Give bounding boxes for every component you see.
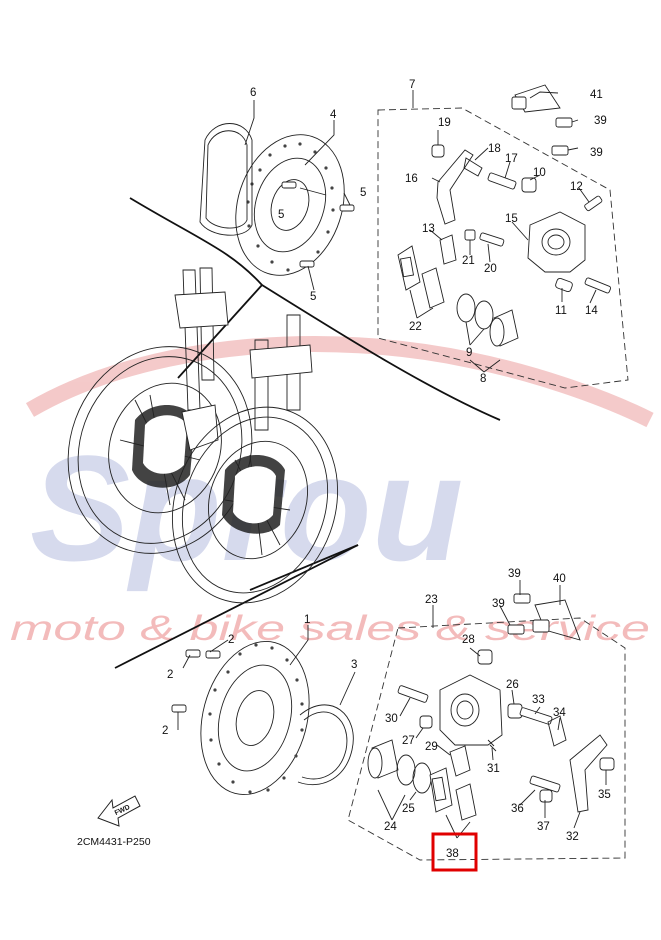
callout-3: 3: [351, 659, 357, 671]
callout-6: 6: [250, 87, 256, 99]
caliper-box-front-bottom: [347, 617, 626, 861]
callout-11: 11: [555, 305, 567, 317]
callout-15: 15: [505, 213, 518, 225]
section-divider-left: [177, 284, 263, 379]
callout-36: 36: [511, 803, 524, 815]
callout-21: 21: [462, 255, 475, 267]
disc-bolts-bottom: [171, 649, 221, 713]
callout-26: 26: [506, 679, 519, 691]
callout-4: 4: [330, 109, 337, 121]
callout-29: 29: [425, 741, 438, 753]
callouts-bottom: 1 2 2 2 3 23 28 30 27 29 31 26 33 34 39 …: [162, 568, 611, 860]
callout-32: 32: [566, 831, 579, 843]
callout-17: 17: [505, 153, 518, 165]
callout-39d: 39: [492, 598, 505, 610]
callout-13: 13: [422, 223, 435, 235]
callout-33: 33: [532, 694, 545, 706]
callouts-top: 6 4 5 5 5 7 19 16 18 17 10 12 15 13 21 2…: [250, 79, 607, 385]
callout-20: 20: [484, 263, 497, 275]
callout-19: 19: [438, 117, 451, 129]
callout-14: 14: [585, 305, 598, 317]
watermark-swoosh: [25, 336, 654, 428]
damper-ring-top: [199, 123, 253, 236]
section-divider-bottom: [114, 544, 359, 669]
caliper-assembly-bottom: [367, 593, 615, 821]
disc-bolts-top: [281, 181, 355, 268]
section-divider-bottom-right: [249, 544, 359, 591]
callout-16: 16: [405, 173, 418, 185]
callout-27: 27: [402, 735, 415, 747]
callout-39b: 39: [590, 147, 603, 159]
callout-37: 37: [537, 821, 550, 833]
callout-5b: 5: [360, 187, 366, 199]
callout-18: 18: [488, 143, 501, 155]
fwd-arrow-icon: FWD: [97, 795, 141, 827]
wheel-assembly-illustration: [67, 267, 339, 604]
callout-38: 38: [446, 848, 459, 860]
callout-23: 23: [425, 594, 438, 606]
section-divider-top: [129, 197, 501, 421]
highlight-box-part-38: [431, 832, 478, 872]
brake-disc-front-bottom: [200, 641, 310, 795]
drawing-code: 2CM4431-P250: [77, 836, 151, 848]
callout-22: 22: [409, 321, 422, 333]
callout-5a: 5: [278, 209, 284, 221]
callout-5c: 5: [310, 291, 316, 303]
caliper-box-front-top: [377, 107, 629, 389]
callout-24: 24: [384, 821, 397, 833]
callout-35: 35: [598, 789, 611, 801]
callout-2a: 2: [228, 634, 234, 646]
callout-2c: 2: [162, 725, 168, 737]
callout-41: 41: [590, 89, 603, 101]
callout-1: 1: [304, 614, 310, 626]
callout-7: 7: [409, 79, 415, 91]
callout-39c: 39: [508, 568, 521, 580]
damper-ring-bottom: [297, 704, 354, 786]
watermark-tagline: moto & bike sales & service: [10, 609, 650, 648]
callout-39a: 39: [594, 115, 607, 127]
callout-28: 28: [462, 634, 475, 646]
callout-8: 8: [480, 373, 486, 385]
callout-9: 9: [466, 347, 472, 359]
callout-40: 40: [553, 573, 566, 585]
callout-12: 12: [570, 181, 583, 193]
callout-2b: 2: [167, 669, 173, 681]
brake-disc-rear-top: [235, 134, 345, 276]
watermark: Sprou moto & bike sales & service: [10, 336, 654, 648]
callout-30: 30: [385, 713, 398, 725]
leader-lines: [177, 90, 607, 839]
callout-25: 25: [402, 803, 415, 815]
callout-31: 31: [487, 763, 500, 775]
callout-34: 34: [553, 707, 566, 719]
callout-10: 10: [533, 167, 546, 179]
caliper-assembly-top: [397, 84, 612, 347]
